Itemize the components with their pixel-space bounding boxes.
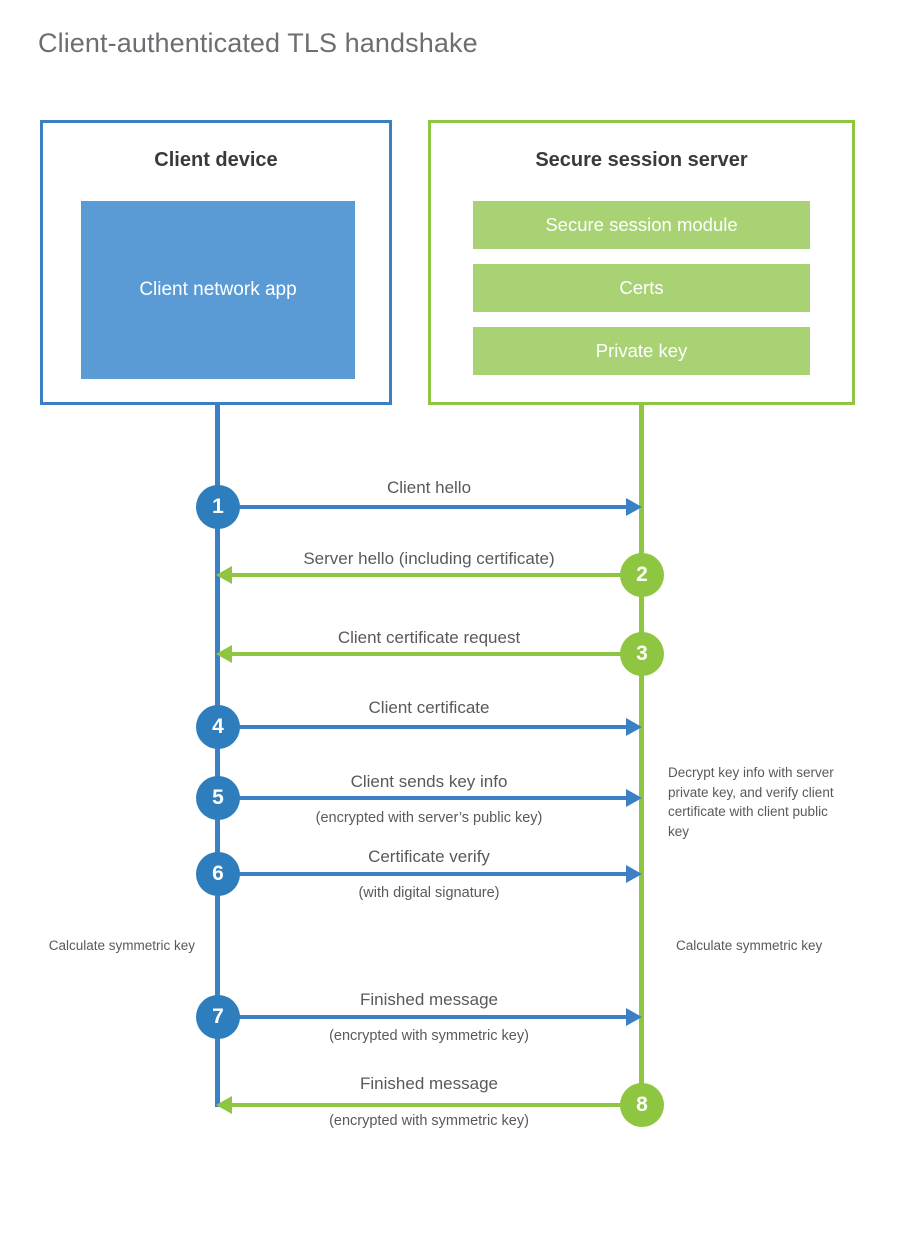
step-badge-3[interactable]: 3 — [620, 632, 664, 676]
server-component-private-key: Private key — [473, 327, 810, 375]
step-6-arrow-line — [218, 872, 628, 876]
step-6-label: Certificate verify — [368, 847, 490, 866]
step-8-arrow-head-icon — [216, 1096, 232, 1114]
step-6-arrow-head-icon — [626, 865, 642, 883]
secure-session-server-title: Secure session server — [535, 149, 748, 171]
server-calculate-symmetric-key-note: Calculate symmetric key — [676, 938, 823, 953]
server-decrypt-note: Decrypt key info with server private key… — [668, 765, 834, 839]
client-lifeline — [215, 405, 220, 1107]
step-7-sublabel: (encrypted with symmetric key) — [329, 1028, 529, 1044]
step-2-arrow-line — [230, 573, 640, 577]
client-calculate-symmetric-key-note: Calculate symmetric key — [48, 938, 195, 953]
step-5-arrow-head-icon — [626, 789, 642, 807]
step-badge-8[interactable]: 8 — [620, 1083, 664, 1127]
client-device-box: Client device Client network app — [40, 120, 392, 405]
step-3-arrow-line — [230, 652, 640, 656]
step-8-label: Finished message — [360, 1074, 498, 1093]
step-5-label: Client sends key info — [350, 772, 508, 791]
client-device-title: Client device — [154, 149, 278, 171]
step-7-label: Finished message — [360, 990, 498, 1009]
step-4-arrow-line — [218, 725, 628, 729]
step-badge-1[interactable]: 1 — [196, 485, 240, 529]
page-title: Client-authenticated TLS handshake — [38, 28, 478, 58]
step-badge-5[interactable]: 5 — [196, 776, 240, 820]
step-1-arrow-line — [218, 505, 628, 509]
step-7-arrow-head-icon — [626, 1008, 642, 1026]
step-badge-2[interactable]: 2 — [620, 553, 664, 597]
server-component-secure-session-module: Secure session module — [473, 201, 810, 249]
step-4-arrow-head-icon — [626, 718, 642, 736]
step-5-sublabel: (encrypted with server’s public key) — [315, 810, 543, 826]
step-3-label: Client certificate request — [337, 628, 521, 647]
step-badge-4[interactable]: 4 — [196, 705, 240, 749]
step-7-arrow-line — [218, 1015, 628, 1019]
server-lifeline — [639, 405, 644, 1107]
step-8-arrow-line — [230, 1103, 640, 1107]
step-2-label: Server hello (including certificate) — [303, 549, 555, 568]
step-4-label: Client certificate — [368, 698, 490, 717]
secure-session-server-box: Secure session server Secure session mod… — [428, 120, 855, 405]
step-6-sublabel: (with digital signature) — [358, 885, 500, 901]
step-badge-6[interactable]: 6 — [196, 852, 240, 896]
step-1-arrow-head-icon — [626, 498, 642, 516]
step-2-arrow-head-icon — [216, 566, 232, 584]
step-3-arrow-head-icon — [216, 645, 232, 663]
step-1-label: Client hello — [386, 478, 472, 497]
step-badge-7[interactable]: 7 — [196, 995, 240, 1039]
client-network-app-block: Client network app — [81, 201, 355, 379]
server-component-certs: Certs — [473, 264, 810, 312]
step-8-sublabel: (encrypted with symmetric key) — [329, 1113, 529, 1129]
step-5-arrow-line — [218, 796, 628, 800]
